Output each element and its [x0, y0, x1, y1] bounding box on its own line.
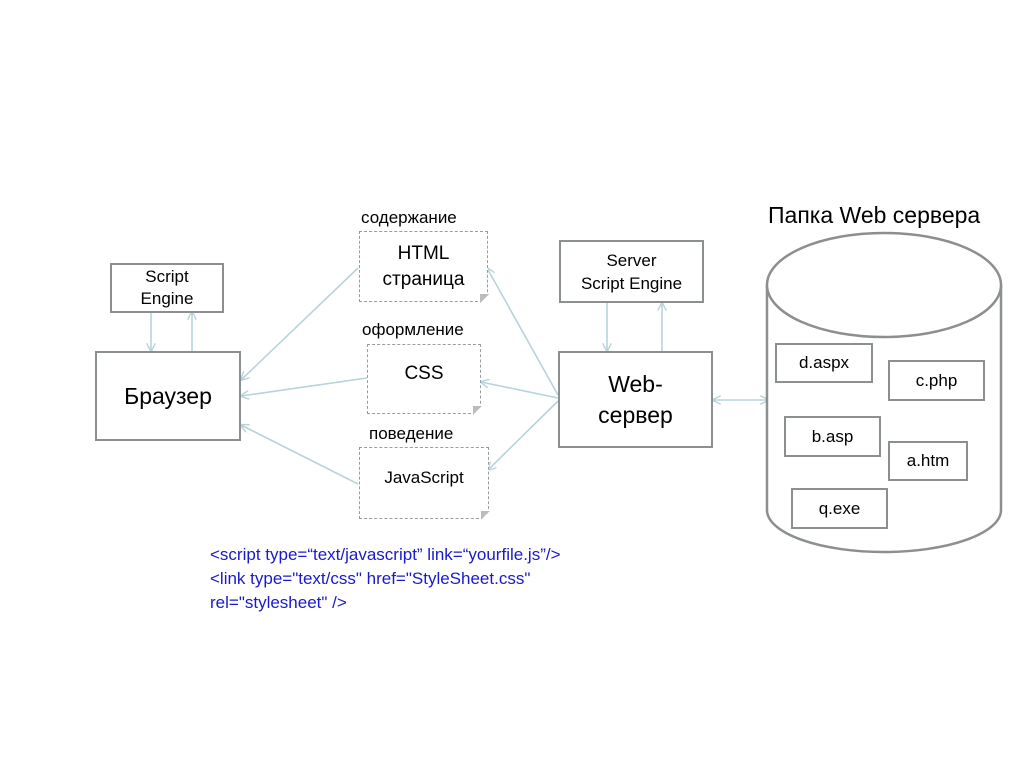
- code-snippet: <script type=“text/javascript” link=“you…: [210, 543, 561, 615]
- web-server-box: Web- сервер: [558, 351, 713, 448]
- page-fold-icon: [481, 511, 490, 520]
- arrow-server-to-js: [488, 400, 559, 470]
- code-line-1: <script type=“text/javascript” link=“you…: [210, 545, 561, 564]
- arrow-html-to-browser: [241, 267, 359, 380]
- js-caption: поведение: [369, 424, 454, 443]
- server-script-engine-line1: Server: [606, 250, 657, 270]
- server-script-engine-line2: Script Engine: [580, 273, 683, 293]
- code-line-3: rel="stylesheet" />: [210, 593, 347, 612]
- arrow-css-to-browser: [241, 377, 368, 396]
- code-line-2: <link type="text/css" href="StyleSheet.c…: [210, 569, 531, 588]
- file-c-php: c.php: [888, 360, 985, 401]
- css-document: CSS: [367, 344, 482, 415]
- file-b-asp: b.asp: [784, 416, 881, 457]
- js-doc-label: JavaScript: [384, 468, 464, 487]
- arrow-server-to-css: [481, 382, 559, 399]
- browser-label: Браузер: [124, 383, 212, 409]
- html-document: HTML страница: [359, 231, 489, 303]
- html-doc-line1: HTML: [397, 242, 450, 264]
- arrow-js-to-browser: [241, 425, 359, 485]
- web-server-line2: сервер: [598, 401, 673, 428]
- browser-script-engine-box: Script Engine: [110, 263, 224, 313]
- file-a-htm: a.htm: [888, 441, 968, 481]
- file-d-aspx: d.aspx: [775, 343, 873, 383]
- css-caption: оформление: [362, 320, 464, 339]
- page-fold-icon: [480, 294, 489, 303]
- web-server-line1: Web-: [608, 370, 663, 397]
- js-document: JavaScript: [359, 447, 490, 520]
- css-doc-label: CSS: [404, 363, 444, 384]
- page-fold-icon: [473, 406, 482, 415]
- html-caption: содержание: [361, 208, 457, 227]
- browser-script-engine-line1: Script: [145, 267, 189, 286]
- server-script-engine-box: Server Script Engine: [559, 240, 704, 303]
- browser-script-engine-line2: Engine: [140, 289, 194, 308]
- folder-title: Папка Web сервера: [768, 202, 981, 228]
- browser-box: Браузер: [95, 351, 241, 441]
- file-q-exe: q.exe: [791, 488, 888, 529]
- arrow-server-to-html: [487, 268, 559, 396]
- html-doc-line2: страница: [382, 268, 465, 290]
